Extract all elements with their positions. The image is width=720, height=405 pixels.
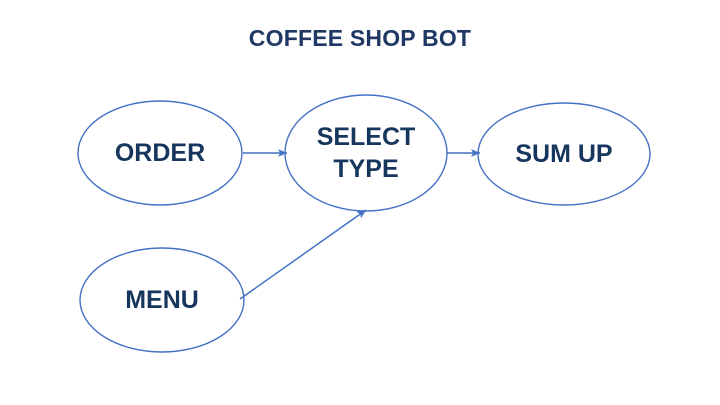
node-order[interactable]: [77, 100, 243, 206]
edge-menu-to-select-type: [239, 209, 367, 300]
node-sum-up[interactable]: [477, 102, 651, 206]
node-select-type[interactable]: [284, 94, 448, 212]
node-menu[interactable]: [79, 247, 245, 353]
diagram-title: COFFEE SHOP BOT: [248, 25, 472, 51]
